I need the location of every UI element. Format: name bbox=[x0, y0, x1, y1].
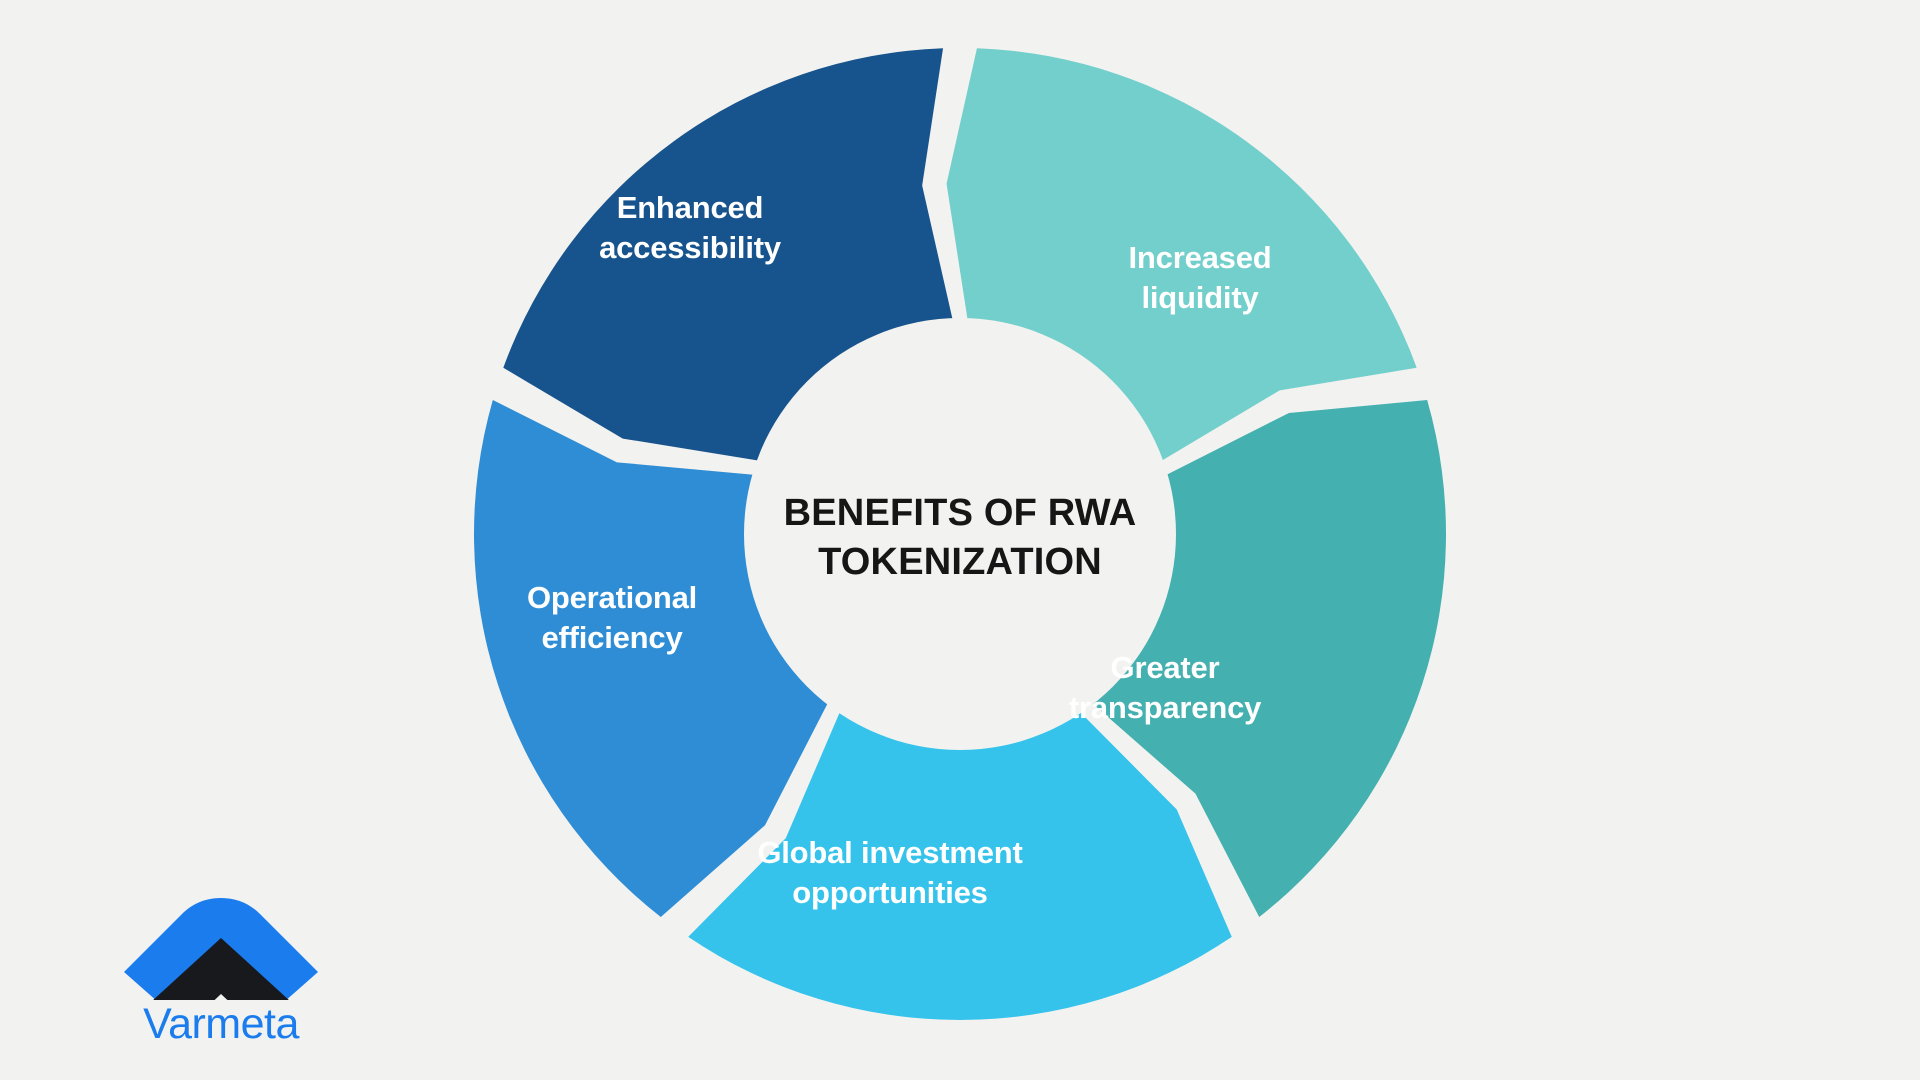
label-enhanced-accessibility-line2: accessibility bbox=[599, 229, 781, 265]
wheel-slices bbox=[474, 48, 1446, 1020]
logo-dark-chevron-icon bbox=[153, 938, 289, 1000]
center-title-line2: TOKENIZATION bbox=[818, 540, 1102, 583]
logo-icon bbox=[124, 898, 318, 1000]
label-operational-efficiency-line2: efficiency bbox=[541, 619, 683, 655]
label-operational-efficiency-line1: Operational bbox=[526, 580, 698, 615]
label-greater-transparency-line1: Greater bbox=[1110, 650, 1220, 685]
varmeta-wordmark[interactable]: Varmeta bbox=[143, 1000, 299, 1048]
center-title-line1: BENEFITS OF RWA bbox=[783, 492, 1137, 534]
label-increased-liquidity-line2: liquidity bbox=[1141, 279, 1259, 315]
label-operational-efficiency: Operational efficiency bbox=[482, 578, 742, 657]
label-increased-liquidity: Increased liquidity bbox=[1080, 238, 1320, 317]
slice-enhanced-accessibility[interactable] bbox=[946, 48, 1417, 461]
label-greater-transparency-line2: transparency bbox=[1068, 689, 1262, 725]
slice-greater-transparency[interactable] bbox=[688, 712, 1232, 1020]
label-global-investment-line1: Global investment bbox=[757, 835, 1023, 870]
slice-operational-efficiency[interactable] bbox=[503, 48, 953, 461]
logo-blue-chevron-icon bbox=[124, 898, 318, 1000]
label-greater-transparency: Greater transparency bbox=[1025, 648, 1305, 727]
page-title: BENEFITS OF RWA TOKENIZATION bbox=[710, 489, 1210, 586]
label-enhanced-accessibility: Enhanced accessibility bbox=[560, 188, 820, 267]
slice-increased-liquidity[interactable] bbox=[1092, 400, 1446, 917]
varmeta-logo-mark[interactable] bbox=[106, 890, 336, 1045]
label-global-investment-line2: opportunities bbox=[792, 874, 988, 910]
slice-global-investment-opportunities[interactable] bbox=[474, 400, 828, 917]
center-hole bbox=[744, 318, 1176, 750]
label-increased-liquidity-line1: Increased bbox=[1128, 240, 1272, 275]
label-enhanced-accessibility-line1: Enhanced bbox=[616, 190, 764, 225]
label-global-investment-opportunities: Global investment opportunities bbox=[720, 833, 1060, 912]
